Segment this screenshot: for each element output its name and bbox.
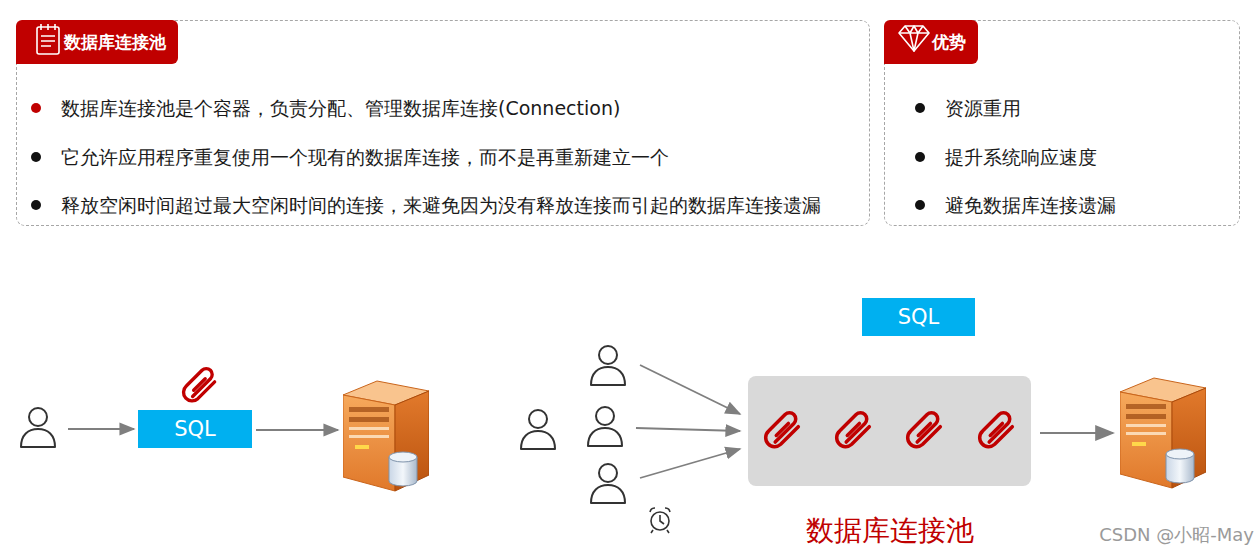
sql-box: SQL (138, 410, 252, 448)
right-flow (521, 346, 1206, 533)
user-icon (21, 408, 55, 447)
user-icon (591, 346, 625, 385)
box-label: SQL (174, 417, 216, 441)
flow-arrow (640, 365, 740, 414)
box-label: SQL (898, 305, 940, 329)
flow-arrow (640, 449, 740, 478)
bullet-text: 它允许应用程序重复使用一个现有的数据库连接，而不是再重新建立一个 (27, 143, 669, 171)
flow-arrow (68, 428, 134, 430)
flow-arrow (1040, 432, 1113, 434)
panel-heading: 数据库连接池 (16, 20, 178, 64)
diamond-icon (899, 26, 929, 51)
connection-clip (766, 413, 799, 447)
watermark: CSDN @小昭-May (1099, 523, 1254, 547)
flow-arrow (256, 429, 338, 431)
notepad-icon (37, 24, 59, 54)
bullet-text: 提升系统响应速度 (911, 143, 1097, 171)
user-icon (591, 464, 625, 503)
connection-pool: 数据库连接池 (748, 376, 1031, 486)
database-server (1120, 378, 1206, 488)
pool-caption: 数据库连接池 (806, 512, 974, 550)
bullet-text: 避免数据库连接遗漏 (911, 191, 1116, 219)
bullet-text: 数据库连接池是个容器，负责分配、管理数据库连接(Connection) (27, 94, 620, 122)
connection-clip (837, 413, 870, 447)
connection-clip (908, 413, 941, 447)
connection-clip (980, 413, 1013, 447)
sql-box: SQL (862, 298, 975, 336)
advantage-panel: 优势资源重用提升系统响应速度避免数据库连接遗漏 (884, 20, 1240, 226)
user-icon (588, 407, 622, 446)
bullet-text: 释放空闲时间超过最大空闲时间的连接，来避免因为没有释放连接而引起的数据库连接遗漏 (27, 191, 821, 219)
bullet-text: 资源重用 (911, 94, 1021, 122)
flow-arrow (636, 428, 740, 431)
left-flow (21, 369, 429, 491)
user-icon (521, 410, 555, 449)
database-server (343, 381, 429, 491)
connection-clip (184, 369, 215, 401)
info-panel: 数据库连接池数据库连接池是个容器，负责分配、管理数据库连接(Connection… (16, 20, 870, 226)
alarm-clock (650, 508, 670, 533)
panel-heading: 优势 (884, 20, 978, 64)
